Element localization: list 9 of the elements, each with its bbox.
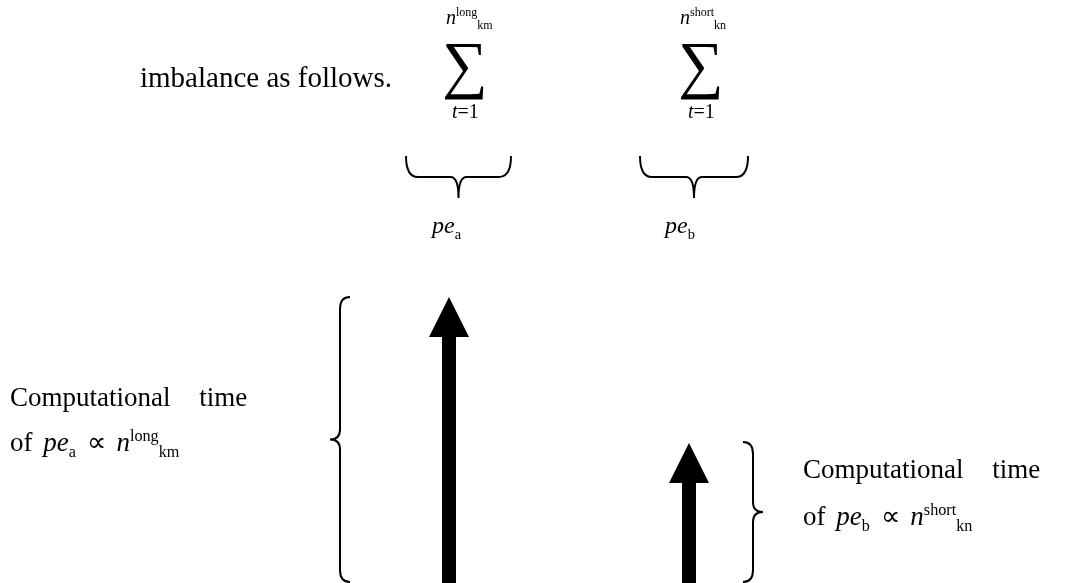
sentence-text: imbalance as follows. (140, 62, 393, 94)
sum-symbol: ∑ (678, 30, 724, 101)
process-label: pe$_{b}$ (665, 212, 695, 243)
sum-lower-limit: t=1 (688, 100, 715, 122)
sum-lower-limit: t=1 (452, 100, 479, 122)
sum-symbol: ∑ (442, 30, 488, 101)
process-label: pe$_{a}$ (432, 212, 462, 243)
annotation-text: Computational time (10, 383, 248, 413)
annotation-text: Computational time (803, 455, 1041, 485)
